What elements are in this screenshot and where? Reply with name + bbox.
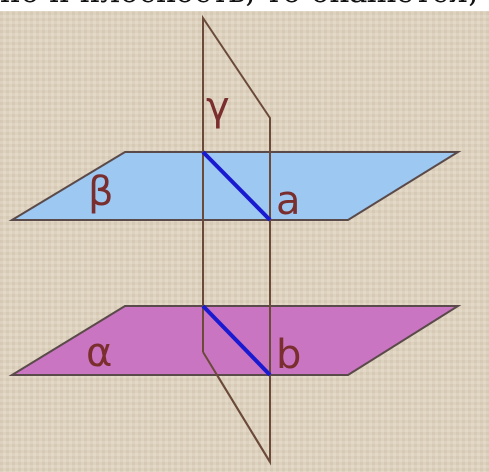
plane-gamma-edge-bottom <box>202 351 271 463</box>
label-gamma: γ <box>206 84 230 130</box>
label-alpha: α <box>86 330 112 376</box>
cropped-caption-text: но и плоскость, то окажется, что тип <box>0 0 489 11</box>
label-line-b: b <box>276 332 301 378</box>
label-line-a: a <box>276 178 301 224</box>
intersection-line-b <box>201 304 272 377</box>
intersection-line-a <box>201 150 272 222</box>
label-beta: β <box>88 169 114 215</box>
